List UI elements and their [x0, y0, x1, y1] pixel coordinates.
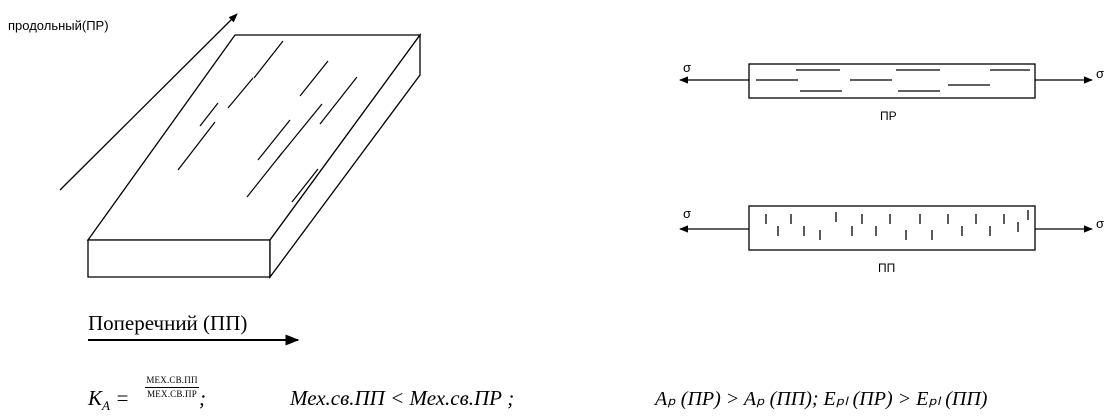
specimen-transverse: σ σ ПП	[679, 205, 1104, 275]
mechanical-comparison: Мех.св.ПП < Мех.св.ПР ;	[290, 386, 515, 410]
specimen-longitudinal: σ σ ПР	[679, 60, 1104, 123]
sigma-left-bottom: σ	[683, 206, 691, 221]
board-grain-lines	[177, 40, 358, 203]
ka-subscript: A	[102, 398, 110, 414]
board-side-face	[269, 33, 421, 279]
formula-row: KA = МЕХ.СВ.ПП МЕХ.СВ.ПР ; Мех.св.ПП < М…	[0, 372, 1112, 420]
transverse-label: Поперечний (ПП)	[88, 311, 247, 335]
specimen-pp-fibers	[765, 210, 1029, 240]
ka-equals: =	[109, 386, 130, 410]
sigma-right-bottom: σ	[1096, 216, 1104, 231]
specimen-pr-bar	[748, 63, 1036, 99]
longitudinal-arrow	[59, 13, 238, 191]
ka-symbol: K	[88, 386, 103, 410]
fraction-numerator: МЕХ.СВ.ПП	[145, 374, 199, 388]
board-front-face	[87, 239, 271, 278]
caption-pr: ПР	[880, 109, 897, 123]
energy-comparison: Aₚ (ПР) > Aₚ (ПП); Eₚₗ (ПР) > Eₚₗ (ПП)	[655, 388, 988, 410]
specimen-pr-fibers	[756, 69, 1030, 92]
fraction-denominator: МЕХ.СВ.ПР	[147, 389, 197, 399]
specimen-pp-bar	[748, 205, 1036, 251]
ka-fraction: МЕХ.СВ.ПП МЕХ.СВ.ПР	[145, 374, 199, 401]
caption-pp: ПП	[878, 261, 895, 275]
sigma-left-top: σ	[683, 60, 691, 75]
ka-formula: KA =	[88, 386, 129, 414]
fraction-end: ;	[199, 386, 206, 410]
longitudinal-label: продольный(ПР)	[8, 18, 109, 33]
board-block	[86, 33, 422, 279]
sigma-right-top: σ	[1096, 66, 1104, 81]
